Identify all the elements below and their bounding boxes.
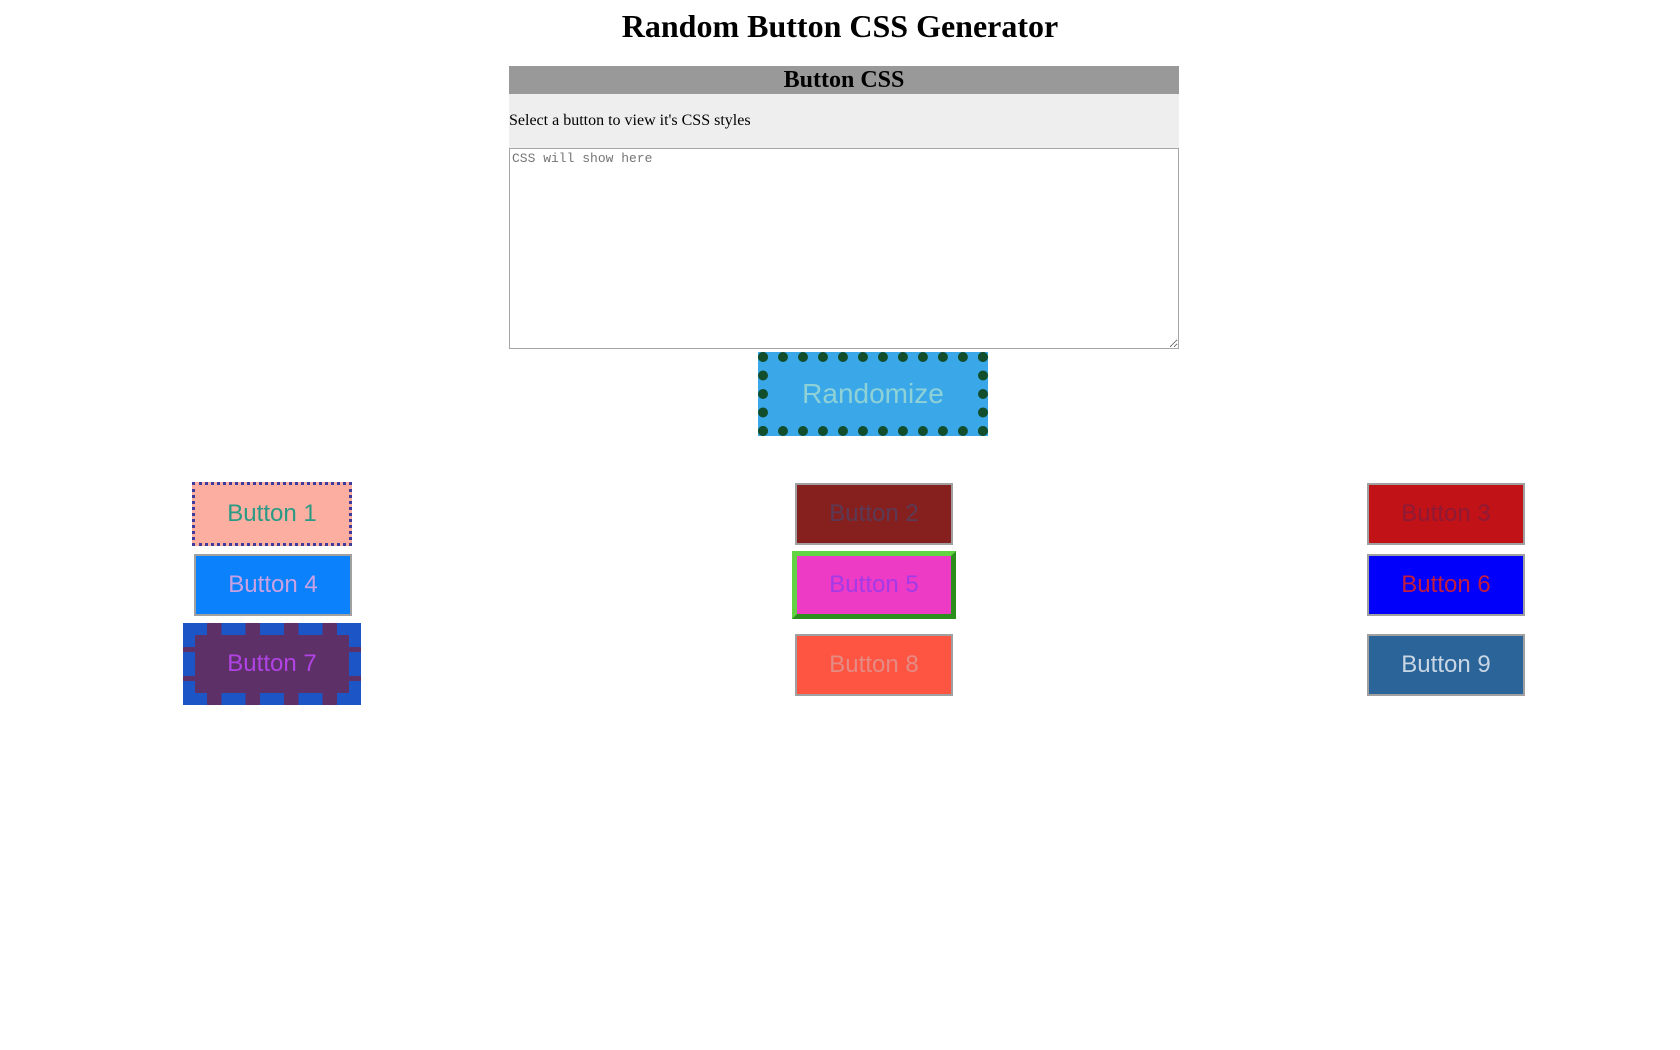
- button-9[interactable]: Button 9: [1367, 634, 1525, 696]
- panel-instruction: Select a button to view it's CSS styles: [509, 94, 1179, 148]
- panel-header: Button CSS: [509, 66, 1179, 94]
- button-8[interactable]: Button 8: [795, 634, 953, 696]
- button-3[interactable]: Button 3: [1367, 483, 1525, 545]
- button-4[interactable]: Button 4: [194, 554, 352, 616]
- button-5[interactable]: Button 5: [792, 551, 956, 619]
- button-2[interactable]: Button 2: [795, 483, 953, 545]
- button-6[interactable]: Button 6: [1367, 554, 1525, 616]
- page-title: Random Button CSS Generator: [621, 8, 1059, 44]
- button-1[interactable]: Button 1: [192, 482, 352, 546]
- button-7[interactable]: Button 7: [183, 623, 361, 705]
- randomize-button[interactable]: Randomize: [758, 352, 988, 436]
- css-output-textarea[interactable]: [509, 148, 1179, 349]
- css-panel: Button CSS Select a button to view it's …: [509, 66, 1179, 349]
